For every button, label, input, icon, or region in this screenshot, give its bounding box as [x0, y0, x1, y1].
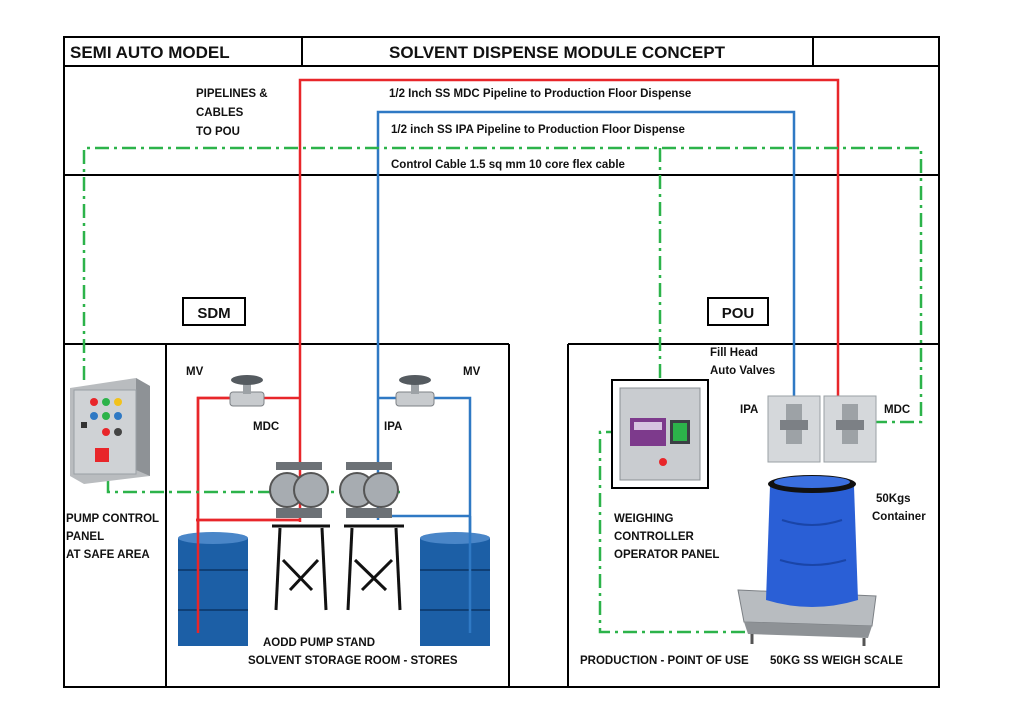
- mdc-aodd-pump-icon: [269, 462, 329, 518]
- ipa-drum-icon: [420, 532, 490, 646]
- ipa-aodd-pump-icon: [339, 462, 399, 518]
- pipelines-group-label-3: TO POU: [196, 126, 240, 138]
- ipa-pipeline-route: [350, 110, 796, 633]
- storage-room-label: SOLVENT STORAGE ROOM - STORES: [248, 655, 458, 667]
- fill-head-label-2: Auto Valves: [710, 365, 775, 377]
- container-label-1: 50Kgs: [876, 493, 911, 505]
- panel-label-1: PUMP CONTROL: [66, 513, 159, 525]
- container-label-2: Container: [872, 511, 926, 523]
- mv-right-label: MV: [463, 366, 481, 378]
- panel-label-2: PANEL: [66, 531, 104, 543]
- sdm-ipa-label: IPA: [384, 421, 402, 433]
- production-pou-label: PRODUCTION - POINT OF USE: [580, 655, 749, 667]
- ipa-pump-stand-icon: [344, 524, 404, 611]
- sdm-mdc-label: MDC: [253, 421, 279, 433]
- diagram-title: SOLVENT DISPENSE MODULE CONCEPT: [389, 43, 726, 62]
- pou-tag: POU: [722, 305, 755, 322]
- mdc-pipeline-label: 1/2 Inch SS MDC Pipeline to Production F…: [389, 88, 691, 100]
- pou-tag-box: [707, 297, 769, 326]
- control-cable-route: [82, 146, 923, 634]
- ipa-manual-valve-icon: [395, 375, 435, 407]
- mdc-pump-stand-icon: [272, 524, 330, 611]
- control-cable-label: Control Cable 1.5 sq mm 10 core flex cab…: [391, 159, 625, 171]
- mdc-pipeline-route: [196, 78, 840, 633]
- weighing-controller-icon: [611, 379, 709, 489]
- weigh-label-1: WEIGHING: [614, 513, 673, 525]
- pou-mdc-label: MDC: [884, 404, 910, 416]
- pump-control-panel-icon: [70, 378, 150, 484]
- model-label: SEMI AUTO MODEL: [70, 43, 230, 62]
- fill-head-label-1: Fill Head: [710, 347, 758, 359]
- mdc-drum-icon: [178, 532, 248, 646]
- weigh-label-3: OPERATOR PANEL: [614, 549, 719, 561]
- pipelines-group-label-1: PIPELINES &: [196, 88, 268, 100]
- aodd-stand-label: AODD PUMP STAND: [263, 637, 375, 649]
- pou-ipa-label: IPA: [740, 404, 758, 416]
- ipa-fill-valve-icon: [767, 395, 821, 463]
- sdm-tag: SDM: [197, 305, 230, 322]
- mdc-fill-valve-icon: [823, 395, 877, 463]
- pipelines-group-label-2: CABLES: [196, 107, 244, 119]
- weigh-scale-label: 50KG SS WEIGH SCALE: [770, 655, 903, 667]
- weigh-label-2: CONTROLLER: [614, 531, 695, 543]
- sdm-tag-box: [182, 297, 246, 326]
- container-icon: [766, 475, 858, 607]
- panel-label-3: AT SAFE AREA: [66, 549, 150, 561]
- ipa-pipeline-label: 1/2 inch SS IPA Pipeline to Production F…: [391, 124, 685, 136]
- mv-left-label: MV: [186, 366, 204, 378]
- mdc-manual-valve-icon: [229, 375, 265, 407]
